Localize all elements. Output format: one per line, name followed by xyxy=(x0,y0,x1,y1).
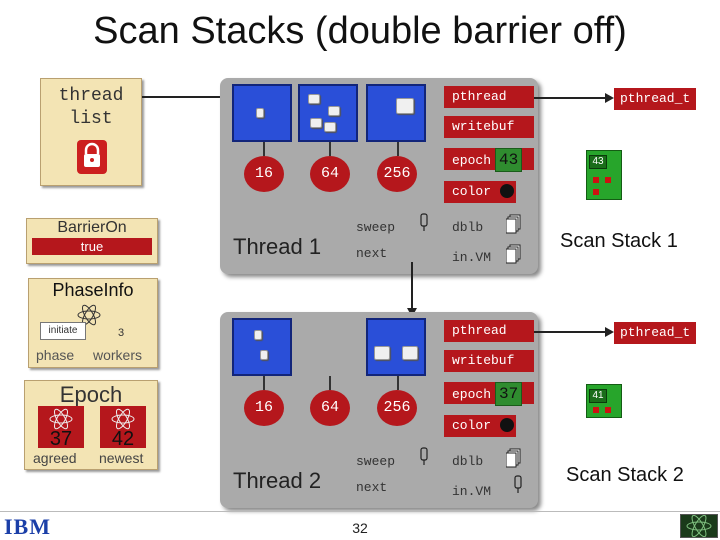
stack2-pthread-arrow-head xyxy=(605,327,614,337)
stack1-stem-16 xyxy=(263,142,265,156)
epoch-newest-label: newest xyxy=(99,450,144,466)
barrier-value: true xyxy=(32,238,152,255)
doc-icon xyxy=(505,448,522,473)
epoch-agreed-cell xyxy=(38,406,84,448)
atom-icon xyxy=(48,408,74,435)
stack2-pthread-arrow xyxy=(534,331,606,333)
next-arrow xyxy=(411,262,413,310)
stack2-invm: in.VM xyxy=(452,484,492,499)
stack1-color: color xyxy=(444,181,516,203)
epoch-agreed-value: 37 xyxy=(49,428,73,450)
stack1-thread-label: Thread 1 xyxy=(233,234,322,259)
color-dot-icon xyxy=(500,418,514,432)
thread-list-arrow xyxy=(142,96,222,98)
stack1-green-num: 43 xyxy=(589,155,607,169)
stack1-size-256: 256 xyxy=(377,156,417,192)
stack1-epoch-label: epoch xyxy=(452,153,492,168)
stack1-block-256 xyxy=(366,84,426,142)
pin-icon xyxy=(512,474,524,499)
color-dot-icon xyxy=(500,184,514,198)
stack2-epoch-label: epoch xyxy=(452,387,492,402)
stack1-stem-256 xyxy=(397,142,399,156)
thread-list-label: thread list xyxy=(40,85,142,131)
page-title: Scan Stacks (double barrier off) xyxy=(93,10,627,52)
stack1-invm: in.VM xyxy=(452,250,492,265)
phase-info-title: PhaseInfo xyxy=(52,280,134,300)
stack2-sweep: sweep xyxy=(356,454,396,469)
pin-icon xyxy=(418,212,430,237)
stack2-stem-256 xyxy=(397,376,399,390)
phase-initiate-box: initiate xyxy=(40,322,86,340)
stack2-thread-label: Thread 2 xyxy=(233,468,322,493)
corner-thumbnail xyxy=(680,514,718,538)
epoch-newest-cell xyxy=(100,406,146,448)
thread-list-label-line2: list xyxy=(69,109,113,129)
stack2-next: next xyxy=(356,480,388,495)
atom-icon xyxy=(110,408,136,435)
phase-label: phase xyxy=(36,347,75,363)
phase-workers-value: 3 xyxy=(118,327,125,339)
doc-icon xyxy=(505,214,522,239)
stack2-stem-16 xyxy=(263,376,265,390)
stack2-block-16 xyxy=(232,318,292,376)
stack2-dblb: dblb xyxy=(452,454,484,469)
stack2-pthread-t: pthread_t xyxy=(614,322,697,344)
stack2-size-64: 64 xyxy=(310,390,350,426)
stack1-green-box: 43 xyxy=(586,150,622,200)
barrier-label: BarrierOn xyxy=(57,219,127,236)
pin-icon xyxy=(418,446,430,471)
stack1-size-64: 64 xyxy=(310,156,350,192)
stack2-green-box: 41 xyxy=(586,384,622,418)
stack2-color: color xyxy=(444,415,516,437)
stack2-size-256: 256 xyxy=(377,390,417,426)
page-number: 32 xyxy=(352,520,368,536)
stack1-block-64 xyxy=(298,84,358,142)
ibm-logo: IBM xyxy=(4,514,51,539)
doc-icon xyxy=(505,244,522,269)
stack1-writebuf: writebuf xyxy=(444,116,534,138)
scan-stack-1-label: Scan Stack 1 xyxy=(560,230,678,252)
thread-list-label-line1: thread xyxy=(58,86,124,106)
stack1-pthread-arrow-head xyxy=(605,93,614,103)
footer-divider xyxy=(0,511,720,512)
stack1-dblb: dblb xyxy=(452,220,484,235)
stack1-pthread-t: pthread_t xyxy=(614,88,697,110)
stack1-size-16: 16 xyxy=(244,156,284,192)
stack2-size-16: 16 xyxy=(244,390,284,426)
stack2-stem-64 xyxy=(329,376,331,390)
stack1-sweep: sweep xyxy=(356,220,396,235)
lock-icon xyxy=(77,140,107,174)
stack1-block-16 xyxy=(232,84,292,142)
stack2-writebuf: writebuf xyxy=(444,350,534,372)
stack2-green-num: 41 xyxy=(589,389,607,403)
epoch-agreed-label: agreed xyxy=(33,450,77,466)
stack1-next: next xyxy=(356,246,388,261)
stack2-block-64 xyxy=(366,318,426,376)
stack1-stem-64 xyxy=(329,142,331,156)
epoch-newest-value: 42 xyxy=(111,428,135,450)
stack1-pthread: pthread xyxy=(444,86,534,108)
stack1-epoch-value: 43 xyxy=(495,148,523,172)
stack1-pthread-arrow xyxy=(534,97,606,99)
scan-stack-2-label: Scan Stack 2 xyxy=(566,464,684,486)
epoch-title: Epoch xyxy=(59,382,123,407)
stack2-pthread: pthread xyxy=(444,320,534,342)
stack2-epoch-value: 37 xyxy=(495,382,523,406)
workers-label: workers xyxy=(93,347,143,363)
